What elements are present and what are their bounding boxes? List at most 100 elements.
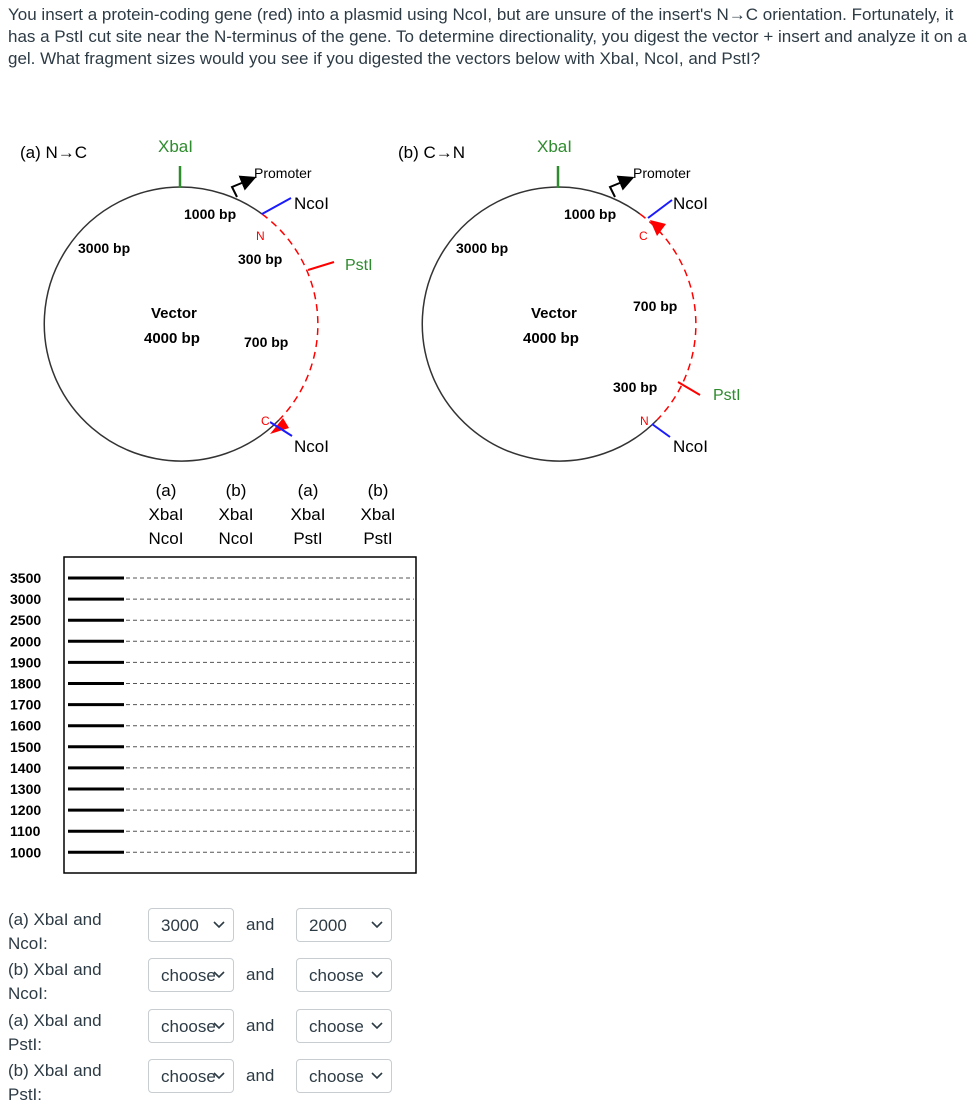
plasmid-b-seg-1000: 1000 bp	[564, 206, 616, 222]
lane-header: (b) XbaI PstI	[361, 481, 396, 548]
lane-header: (a) XbaI NcoI	[149, 481, 184, 548]
plasmid-a-psti-label: PstI	[345, 257, 373, 274]
chevron-down-icon	[213, 1072, 225, 1080]
answer-row-label-line1: (b) XbaI and	[8, 1061, 102, 1080]
lane-header-line2: XbaI	[291, 505, 326, 524]
ladder: 3500300025002000190018001700160015001400…	[10, 570, 414, 860]
answer-row-label-line2: PstI:	[8, 1085, 43, 1104]
fragment1-select[interactable]: choose	[148, 1059, 234, 1093]
lane-header-line3: PstI	[293, 529, 322, 548]
ladder-label: 1000	[10, 844, 41, 860]
lane-header-line2: XbaI	[219, 505, 254, 524]
answer-row-a-xbai-psti: (a) XbaI and PstI: choose and choose	[8, 1009, 408, 1055]
lane-header-line3: NcoI	[219, 529, 254, 548]
ladder-label: 1400	[10, 760, 41, 776]
chevron-down-icon	[371, 971, 383, 979]
answer-row-label: (a) XbaI and PstI:	[8, 1009, 143, 1057]
chevron-down-icon	[213, 921, 225, 929]
plasmid-a-seg-300: 300 bp	[238, 251, 282, 267]
plasmid-a-n-label: N	[256, 229, 265, 243]
plasmid-a-psti-site	[307, 261, 335, 271]
select-value: choose	[161, 1067, 216, 1086]
ladder-label: 3500	[10, 570, 41, 586]
ladder-label: 1600	[10, 718, 41, 734]
fragment2-select[interactable]: choose	[296, 1009, 392, 1043]
ladder-label: 3000	[10, 591, 41, 607]
plasmid-a-ncoi-bottom-site	[269, 421, 293, 437]
plasmid-a-ncoi-top-site	[261, 197, 292, 215]
plasmid-a-backbone	[43, 186, 280, 462]
answer-row-b-xbai-ncoi: (b) XbaI and NcoI: choose and choose	[8, 958, 408, 1004]
plasmid-a-seg-3000: 3000 bp	[78, 240, 130, 256]
fragment1-select[interactable]: choose	[148, 1009, 234, 1043]
plasmid-b-backbone	[421, 186, 658, 462]
plasmid-b-seg-700: 700 bp	[633, 298, 677, 314]
ladder-label: 1100	[10, 823, 41, 839]
plasmid-b-title: (b) C→N	[398, 143, 465, 162]
ladder-label: 1900	[10, 654, 41, 670]
fragment2-select[interactable]: 2000	[296, 908, 392, 942]
answer-row-b-xbai-psti: (b) XbaI and PstI: choose and choose	[8, 1059, 408, 1105]
plasmid-b-ncoi-bottom-site	[651, 423, 671, 438]
plasmid-a-ncoi-top-label: NcoI	[294, 194, 329, 213]
plasmid-b-xbai-label: XbaI	[537, 137, 572, 156]
plasmid-b-c-label: C	[639, 229, 648, 243]
select-value: choose	[161, 1017, 216, 1036]
select-value: choose	[309, 1067, 364, 1086]
plasmid-b-vector-size: 4000 bp	[523, 330, 579, 347]
plasmid-b-psti-label: PstI	[713, 387, 741, 404]
chevron-down-icon	[213, 1022, 225, 1030]
gel-frame	[63, 556, 417, 874]
and-label: and	[246, 965, 275, 984]
answer-row-label-line1: (a) XbaI and	[8, 1011, 102, 1030]
plasmid-b-ncoi-top-site	[647, 199, 673, 219]
ladder-label: 1700	[10, 697, 41, 713]
lane-header: (a) XbaI PstI	[291, 481, 326, 548]
lane-header-line1: (b)	[368, 481, 389, 500]
plasmid-a-seg-700: 700 bp	[244, 334, 288, 350]
answer-row-label-line2: NcoI:	[8, 984, 48, 1003]
answer-row-label-line2: NcoI:	[8, 934, 48, 953]
answer-row-label: (b) XbaI and NcoI:	[8, 958, 143, 1006]
answer-row-label-line1: (b) XbaI and	[8, 960, 102, 979]
ladder-label: 1300	[10, 781, 41, 797]
lane-header-line2: XbaI	[361, 505, 396, 524]
ladder-label: 1200	[10, 802, 41, 818]
chevron-down-icon	[371, 1022, 383, 1030]
answer-row-label-line1: (a) XbaI and	[8, 910, 102, 929]
lane-header-line3: PstI	[363, 529, 392, 548]
plasmid-diagram-and-gel: (a) N→C XbaI Promoter NcoI N PstI NcoI C…	[10, 137, 741, 874]
fragment1-select[interactable]: 3000	[148, 908, 234, 942]
plasmid-a-promoter-arrow	[230, 175, 257, 198]
lane-header-line1: (b)	[226, 481, 247, 500]
and-label: and	[246, 1066, 275, 1085]
fragment1-select[interactable]: choose	[148, 958, 234, 992]
plasmid-a-backbone-top	[179, 186, 263, 215]
fragment2-select[interactable]: choose	[296, 958, 392, 992]
plasmid-a-xbai-label: XbaI	[158, 137, 193, 156]
lane-headers: (a) XbaI NcoI (b) XbaI NcoI (a) XbaI Pst…	[149, 481, 396, 548]
plasmid-b-vector-label: Vector	[531, 305, 577, 322]
ladder-label: 2500	[10, 612, 41, 628]
plasmid-b-insert-arrowhead	[650, 220, 666, 236]
plasmid-b-n-label: N	[640, 414, 649, 428]
select-value: choose	[309, 1017, 364, 1036]
and-label: and	[246, 1016, 275, 1035]
plasmid-b-promoter-arrow	[608, 175, 635, 198]
ladder-label: 2000	[10, 633, 41, 649]
plasmid-b-seg-3000: 3000 bp	[456, 240, 508, 256]
select-value: 3000	[161, 916, 199, 935]
plasmid-a-title: (a) N→C	[20, 143, 87, 162]
lane-header-line3: NcoI	[149, 529, 184, 548]
plasmid-b-seg-300: 300 bp	[613, 379, 657, 395]
answer-row-label: (a) XbaI and NcoI:	[8, 908, 143, 956]
answer-row-label: (b) XbaI and PstI:	[8, 1059, 143, 1107]
select-value: choose	[309, 966, 364, 985]
fragment2-select[interactable]: choose	[296, 1059, 392, 1093]
chevron-down-icon	[371, 1072, 383, 1080]
plasmid-a-seg-1000: 1000 bp	[184, 206, 236, 222]
lane-header: (b) XbaI NcoI	[219, 481, 254, 548]
plasmid-a-vector-label: Vector	[151, 305, 197, 322]
lane-header-line1: (a)	[156, 481, 177, 500]
question-text: You insert a protein-coding gene (red) i…	[8, 5, 967, 68]
